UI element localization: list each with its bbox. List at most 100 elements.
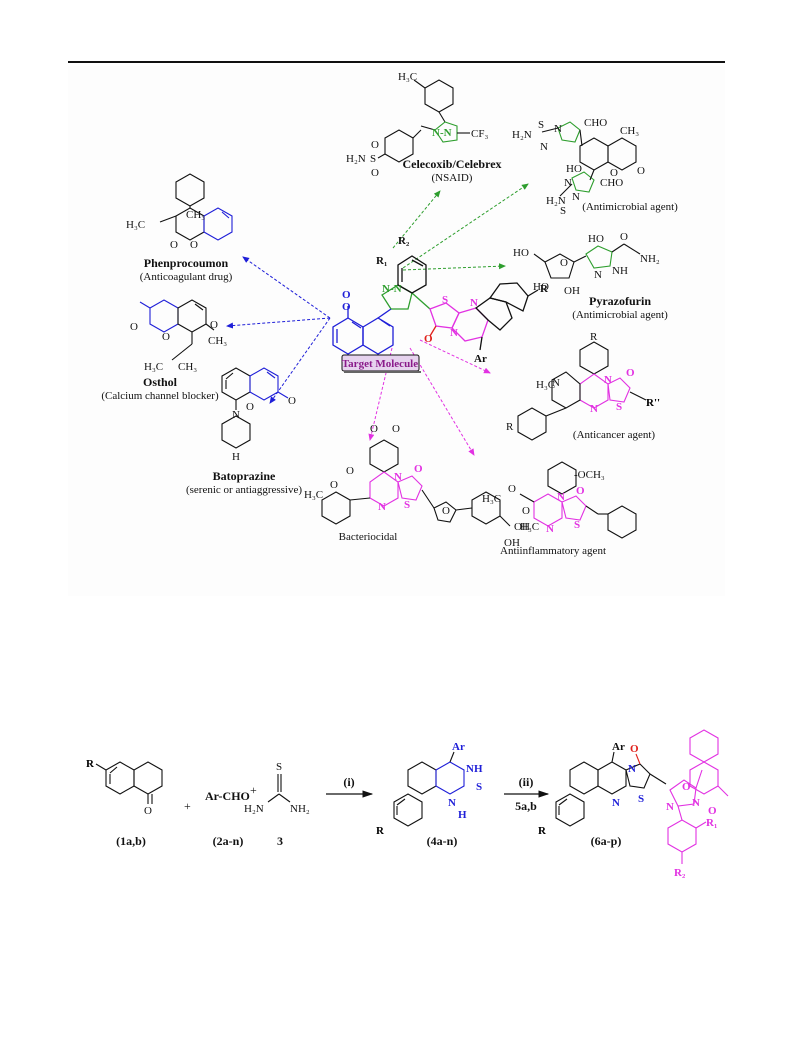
scheme-compound-6-atom-ar: Ar xyxy=(612,741,625,753)
antiinflammatory-structure xyxy=(519,461,637,539)
bacteriocidal-atom-o2: O xyxy=(392,423,400,435)
antimicrobial-atom-s1: S xyxy=(538,119,544,131)
figure-panel xyxy=(68,66,725,596)
scheme-step-1-label: (i) xyxy=(343,775,354,789)
arrow-to-pyrazofurin xyxy=(402,263,506,271)
scheme-step-2-reagent: 5a,b xyxy=(515,799,537,813)
antiinflammatory-atom-o1: O xyxy=(508,483,516,495)
phenprocoumon-atom-o1: O xyxy=(170,239,178,251)
osthol-structure xyxy=(139,299,215,361)
celecoxib-atoms: H₃C N-N CF₃ S H₂N O O xyxy=(346,71,488,179)
antiinflammatory-atom-och3: -OCH₃ xyxy=(574,469,605,481)
scheme-compound-3-atom-s: S xyxy=(276,761,282,773)
scheme-compound-6-atom-s: S xyxy=(638,793,644,805)
scheme-compound-4-label: (4a-n) xyxy=(427,834,458,848)
target-atom-o2: O xyxy=(342,301,351,313)
bacteriocidal-atom-oh1: OH xyxy=(514,521,530,533)
scheme-compound-6-atom-r1: R₁ xyxy=(706,817,717,829)
antimicrobial-caption: (Antimicrobial agent) xyxy=(582,201,678,213)
bacteriocidal-atom-o6: O xyxy=(442,505,450,517)
antimicrobial-atom-s2: S xyxy=(560,205,566,217)
scheme-compound-3-label: 3 xyxy=(277,834,283,848)
scheme-compound-2-label: (2a-n) xyxy=(213,834,244,848)
pyrazofurin-atom-ho1: HO xyxy=(513,247,529,259)
scheme-compound-6-atom-o1: O xyxy=(630,743,639,755)
phenprocoumon-atom-h3c: H₃C xyxy=(126,219,145,231)
target-atom-o1: O xyxy=(342,289,351,301)
antiinflammatory-atom-s: S xyxy=(574,519,580,531)
celecoxib-atom-o2: O xyxy=(371,167,379,179)
scheme-compound-6-atom-n3: N xyxy=(692,797,700,809)
anticancer-atom-n3: N xyxy=(590,403,598,415)
target-label: Target Molecule xyxy=(342,358,418,370)
bacteriocidal-atom-o4: O xyxy=(346,465,354,477)
anticancer-atoms: R H₃C N N N S O R'' R xyxy=(506,331,660,433)
pyrazofurin-structure xyxy=(533,243,641,279)
scheme-compound-4 xyxy=(393,751,465,827)
target-atom-r: R xyxy=(540,283,549,295)
pyrazofurin-atom-n: N xyxy=(594,269,602,281)
antiinflammatory-atom-n1: N xyxy=(557,491,565,503)
phenprocoumon-caption: (Anticoagulant drug) xyxy=(140,271,233,283)
pyrazofurin-caption: (Antimicrobial agent) xyxy=(572,309,668,321)
scheme-compound-6-atom-n4: N xyxy=(666,801,674,813)
bacteriocidal-atom-n2: N xyxy=(378,501,386,513)
osthol-atom-h3c: H₃C xyxy=(144,361,163,373)
celecoxib-atom-cf3: CF₃ xyxy=(471,128,488,140)
antimicrobial-atoms: H₂N S N N CHO CH₃ HO O O N N CHO H₂N S xyxy=(512,117,645,217)
celecoxib-atom-s: S xyxy=(370,153,376,165)
scheme-compound-4-atom-ar: Ar xyxy=(452,741,465,753)
anticancer-atom-r: R xyxy=(590,331,598,343)
anticancer-atom-rsub: R xyxy=(506,421,514,433)
antimicrobial-atom-n2: N xyxy=(554,123,562,135)
antimicrobial-atom-cho2: CHO xyxy=(600,177,623,189)
antimicrobial-atom-o1: O xyxy=(610,167,618,179)
arrow-to-celecoxib xyxy=(392,190,441,249)
bacteriocidal-structure xyxy=(321,439,511,527)
anticancer-atom-n2: N xyxy=(604,374,612,386)
scheme-compound-6-atom-n2: N xyxy=(612,797,620,809)
scheme-ar-cho: Ar-CHO xyxy=(205,789,250,803)
scheme-compound-3 xyxy=(267,774,291,803)
arrow-to-anticancer xyxy=(419,339,491,374)
scheme-compound-3-atom-h2n: H₂N xyxy=(244,803,264,815)
antimicrobial-atom-h2n2: H₂N xyxy=(546,195,566,207)
anticancer-structure xyxy=(517,341,647,441)
phenprocoumon-atoms: CH₃ H₃C O O xyxy=(126,209,205,251)
antimicrobial-atom-n1: N xyxy=(540,141,548,153)
target-atom-s: S xyxy=(442,294,448,306)
pyrazofurin-name: Pyrazofurin xyxy=(589,294,651,308)
target-atom-n1: N xyxy=(470,297,478,309)
scheme-compound-1 xyxy=(95,761,163,804)
anticancer-atom-s: S xyxy=(616,401,622,413)
scheme-compound-6-atom-n1: N xyxy=(628,763,636,775)
scheme-compound-4-atom-r: R xyxy=(376,825,385,837)
scheme-compound-1-atom-o: O xyxy=(144,805,152,817)
scheme-compound-6-atom-o3: O xyxy=(708,805,717,817)
anticancer-caption: (Anticancer agent) xyxy=(573,429,655,441)
batoprazine-atom-o1: O xyxy=(246,401,254,413)
anticancer-atom-rpp: R'' xyxy=(646,397,660,409)
batoprazine-structure xyxy=(221,367,289,449)
scheme-compound-1-atom-r: R xyxy=(86,758,95,770)
target-atom-ar: Ar xyxy=(474,353,487,365)
target-atom-r1: R₁ xyxy=(376,255,387,267)
bacteriocidal-atom-h3c: H₃C xyxy=(304,489,323,501)
osthol-atom-ch3: CH₃ xyxy=(178,361,197,373)
antimicrobial-atom-h2n1: H₂N xyxy=(512,129,532,141)
scheme-compound-4-atom-h: H xyxy=(458,809,467,821)
osthol-caption: (Calcium channel blocker) xyxy=(101,390,219,402)
antimicrobial-atom-n4: N xyxy=(572,191,580,203)
scheme-compound-6 xyxy=(555,729,729,864)
arrows-green xyxy=(392,183,529,271)
batoprazine-name: Batoprazine xyxy=(213,469,276,483)
celecoxib-atom-o1: O xyxy=(371,139,379,151)
scheme-plus-2: + xyxy=(250,783,257,797)
header-rule xyxy=(68,61,725,63)
arrow-to-batoprazine xyxy=(269,317,331,404)
pyrazofurin-atoms: HO O HO OH HO O NH₂ N NH xyxy=(513,231,660,297)
phenprocoumon-atom-ch3: CH₃ xyxy=(186,209,205,221)
batoprazine-caption: (serenic or antiaggressive) xyxy=(186,484,302,496)
scheme-compound-6-label: (6a-p) xyxy=(591,834,622,848)
